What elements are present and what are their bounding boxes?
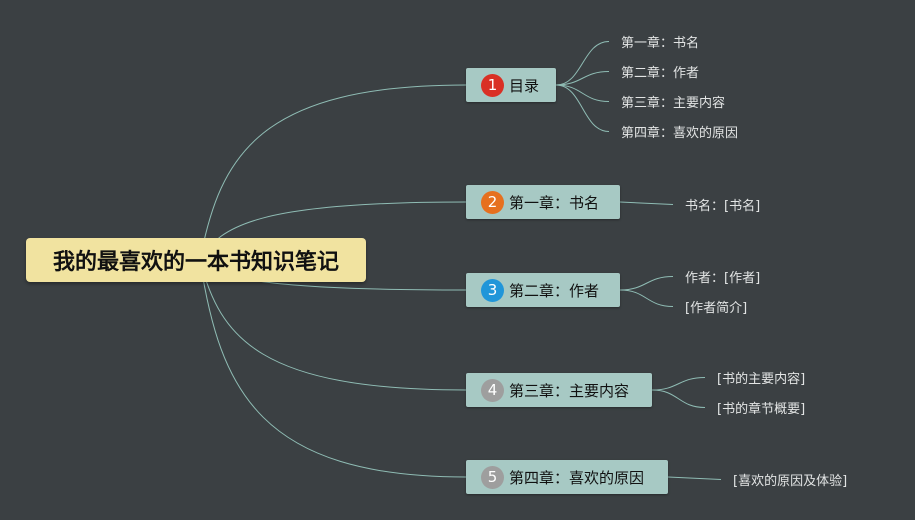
- branch-label: 第四章：喜欢的原因: [509, 468, 645, 487]
- branch-to-subtopic-connector: [555, 84, 610, 132]
- subtopic-item[interactable]: 书名：[书名]: [685, 199, 761, 214]
- branch-topic-chapter-1-title[interactable]: 2 第一章：书名: [466, 185, 620, 219]
- branch-to-subtopic-connector: [555, 71, 610, 86]
- branch-topic-contents[interactable]: 1 目录: [466, 68, 556, 102]
- root-to-branch-connector: [199, 84, 467, 261]
- branch-to-subtopic-connector: [651, 377, 706, 391]
- branch-to-subtopic-connector: [555, 41, 610, 86]
- root-topic-label: 我的最喜欢的一本书知识笔记: [52, 250, 339, 275]
- subtopic-item[interactable]: 第二章：作者: [621, 66, 700, 81]
- branch-label: 第一章：书名: [509, 193, 600, 212]
- branch-topic-chapter-4-reasons[interactable]: 5 第四章：喜欢的原因: [466, 460, 668, 494]
- subtopic-item[interactable]: [书的章节概要]: [717, 402, 806, 417]
- branch-to-subtopic-connector: [619, 201, 674, 205]
- branch-label: 目录: [509, 76, 540, 95]
- branch-to-subtopic-connector: [667, 476, 722, 480]
- branch-to-subtopic-connector: [651, 389, 706, 408]
- branch-to-subtopic-connector: [619, 289, 674, 307]
- branch-topic-chapter-3-content[interactable]: 4 第三章：主要内容: [466, 373, 652, 407]
- root-topic[interactable]: 我的最喜欢的一本书知识笔记: [26, 238, 366, 282]
- branch-to-subtopic-connector: [555, 84, 610, 102]
- subtopic-item[interactable]: [作者简介]: [685, 301, 748, 316]
- root-to-branch-connector: [199, 259, 467, 478]
- subtopic-item[interactable]: [书的主要内容]: [717, 372, 806, 387]
- branch-topic-chapter-2-author[interactable]: 3 第二章：作者: [466, 273, 620, 307]
- number-badge-3-icon: 3: [481, 278, 504, 302]
- subtopic-item[interactable]: 第一章：书名: [621, 36, 700, 51]
- branch-to-subtopic-connector: [619, 276, 674, 291]
- number-badge-5-icon: 5: [481, 465, 504, 489]
- branch-label: 第二章：作者: [509, 281, 600, 300]
- subtopic-item[interactable]: [喜欢的原因及体验]: [733, 474, 848, 489]
- number-badge-2-icon: 2: [481, 190, 504, 214]
- number-badge-4-icon: 4: [481, 378, 504, 402]
- subtopic-item[interactable]: 作者：[作者]: [685, 271, 761, 286]
- branch-label: 第三章：主要内容: [509, 381, 630, 400]
- number-badge-1-icon: 1: [481, 73, 504, 97]
- subtopic-item[interactable]: 第三章：主要内容: [621, 96, 726, 111]
- subtopic-item[interactable]: 第四章：喜欢的原因: [621, 126, 739, 141]
